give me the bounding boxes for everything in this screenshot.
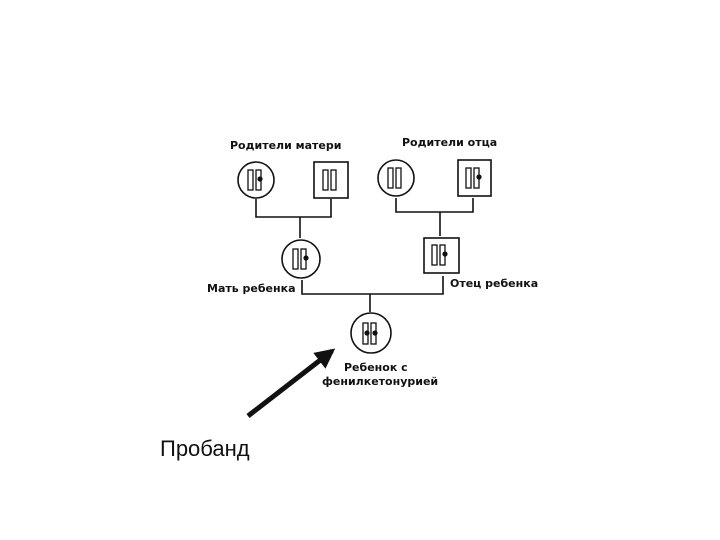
mutation-dot: [372, 330, 378, 336]
mutation-dot: [442, 251, 448, 257]
paternal-grandfather-symbol: [457, 159, 492, 197]
maternal-grandparents-label: Родители матери: [230, 139, 341, 152]
mutation-dot: [257, 176, 263, 182]
pedigree-lines: [255, 198, 474, 312]
mutation-dot: [476, 174, 482, 180]
proband-arrow: [246, 348, 336, 418]
child-label-line2: фенилкетонурией: [322, 375, 438, 388]
mutation-dot: [303, 255, 309, 261]
maternal-grandfather-symbol: [313, 161, 349, 199]
paternal-marriage-line: [395, 198, 474, 213]
maternal-grandmother-symbol: [237, 161, 275, 199]
paternal-grandmother-symbol: [377, 159, 415, 197]
child-symbol: [350, 312, 392, 354]
father-symbol: [423, 237, 460, 274]
mother-label: Мать ребенка: [207, 282, 296, 295]
father-label: Отец ребенка: [450, 277, 538, 290]
child-label-line1: Ребенок с: [344, 361, 408, 374]
mutation-dot: [364, 330, 370, 336]
parents-marriage-line: [301, 276, 444, 295]
proband-label: Пробанд: [160, 436, 250, 461]
mother-symbol: [281, 239, 321, 279]
maternal-marriage-line: [255, 199, 332, 218]
paternal-grandparents-label: Родители отца: [402, 136, 497, 149]
